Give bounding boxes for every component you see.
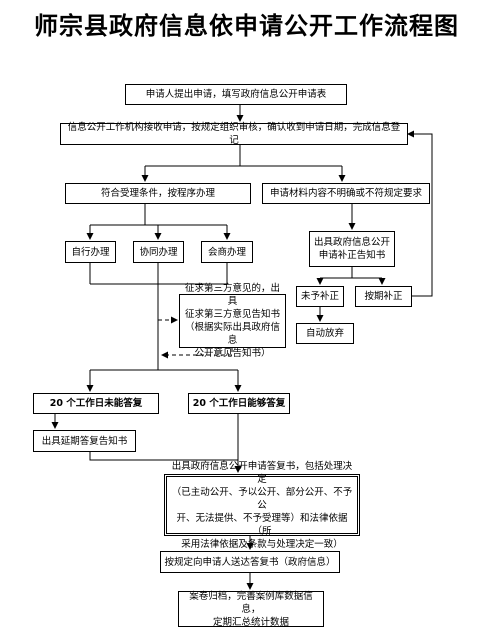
step-supplement-notice: 出具政府信息公开 申请补正告知书 xyxy=(309,231,395,267)
step-auto-abandon: 自动放弃 xyxy=(296,323,354,344)
step-supplement-ontime: 按期补正 xyxy=(355,286,412,307)
page-title: 师宗县政府信息依申请公开工作流程图 xyxy=(34,11,459,40)
step-no-supplement: 未予补正 xyxy=(296,286,344,307)
step-in-20-days: 20 个工作日能够答复 xyxy=(188,393,290,414)
step-archive: 案卷归档，完善案例库数据信息， 定期汇总统计数据 xyxy=(178,591,324,628)
step-not-in-20-days: 20 个工作日未能答复 xyxy=(33,393,159,414)
step-apply: 申请人提出申请，填写政府信息公开申请表 xyxy=(125,84,347,105)
step-receive: 信息公开工作机构接收申请，按规定组织审核，确认收到申请日期，完成信息登记 xyxy=(60,122,408,146)
dashed-from-third-party xyxy=(161,348,233,359)
step-consult: 会商办理 xyxy=(201,241,253,263)
step-deliver: 按规定向申请人送达答复书（政府信息） xyxy=(160,551,340,573)
step-reply: 出具政府信息公开申请答复书，包括处理决定 （已主动公开、予以公开、部分公开、不予… xyxy=(164,461,360,550)
step-third-party: 征求第三方意见的，出具 征求第三方意见告知书 （根据实际出具政府信息 公开意见告… xyxy=(179,283,286,359)
step-extension-notice: 出具延期答复告知书 xyxy=(33,430,136,452)
step-cooperate: 协同办理 xyxy=(133,241,184,263)
step-accept: 符合受理条件，按程序办理 xyxy=(65,183,251,204)
step-self: 自行办理 xyxy=(65,241,116,263)
step-unclear: 申请材料内容不明确或不符规定要求 xyxy=(262,183,430,204)
loop-ontime-to-receive xyxy=(407,130,433,297)
line-extension-to-reply xyxy=(89,452,238,461)
